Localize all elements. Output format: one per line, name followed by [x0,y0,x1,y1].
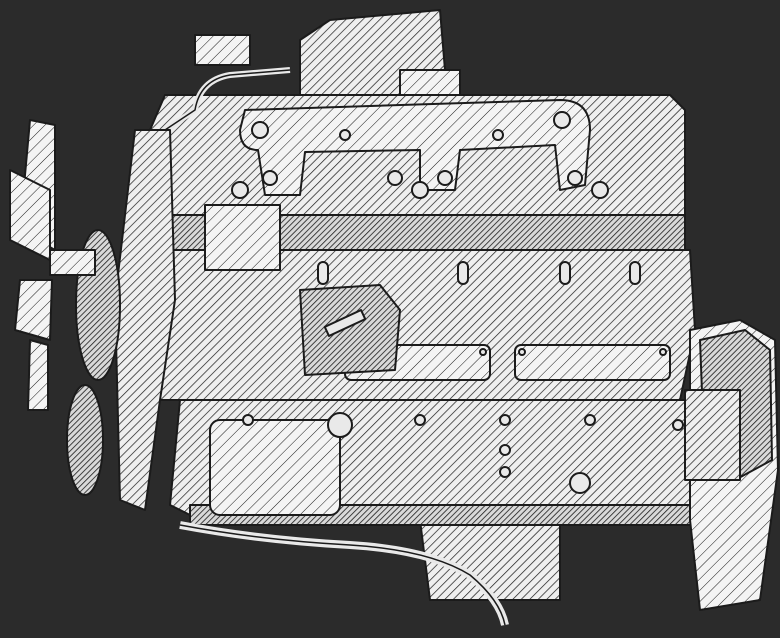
side-cover-right [514,344,671,381]
injection-pump [299,284,401,376]
block-slot [317,261,329,285]
crank-pulley [66,384,104,496]
fan-blade [27,339,49,411]
block-bolt [499,466,511,478]
oil-filter [209,419,341,516]
block-bolt [242,414,254,426]
pump-lever [323,309,367,337]
manifold-bolt [492,129,504,141]
manifold-port [231,181,249,199]
top-fitting [194,34,251,66]
filter-cap [327,412,353,438]
fan-hub [49,249,96,276]
fan-blade [14,279,53,341]
manifold-port [437,170,453,186]
manifold-bolt [339,129,351,141]
manifold-port [411,181,429,199]
intake-cap [399,69,461,96]
block-bolt [499,444,511,456]
manifold-port [262,170,278,186]
exhaust-manifold [239,99,591,196]
manifold-port [387,170,403,186]
manifold-bolt [553,111,571,129]
block-bolt [499,414,511,426]
block-slot [629,261,641,285]
drain-plug [569,472,591,494]
block-slot [559,261,571,285]
manifold-bolt [251,121,269,139]
manifold-port [591,181,609,199]
governor-housing [204,204,281,271]
cover-bolt [659,348,667,356]
block-slot [457,261,469,285]
block-bolt [672,419,684,431]
cover-bolt [518,348,526,356]
starter-motor [684,389,741,481]
fan-blade [9,169,51,261]
cover-bolt [479,348,487,356]
block-bolt [584,414,596,426]
manifold-port [567,170,583,186]
block-bolt [414,414,426,426]
